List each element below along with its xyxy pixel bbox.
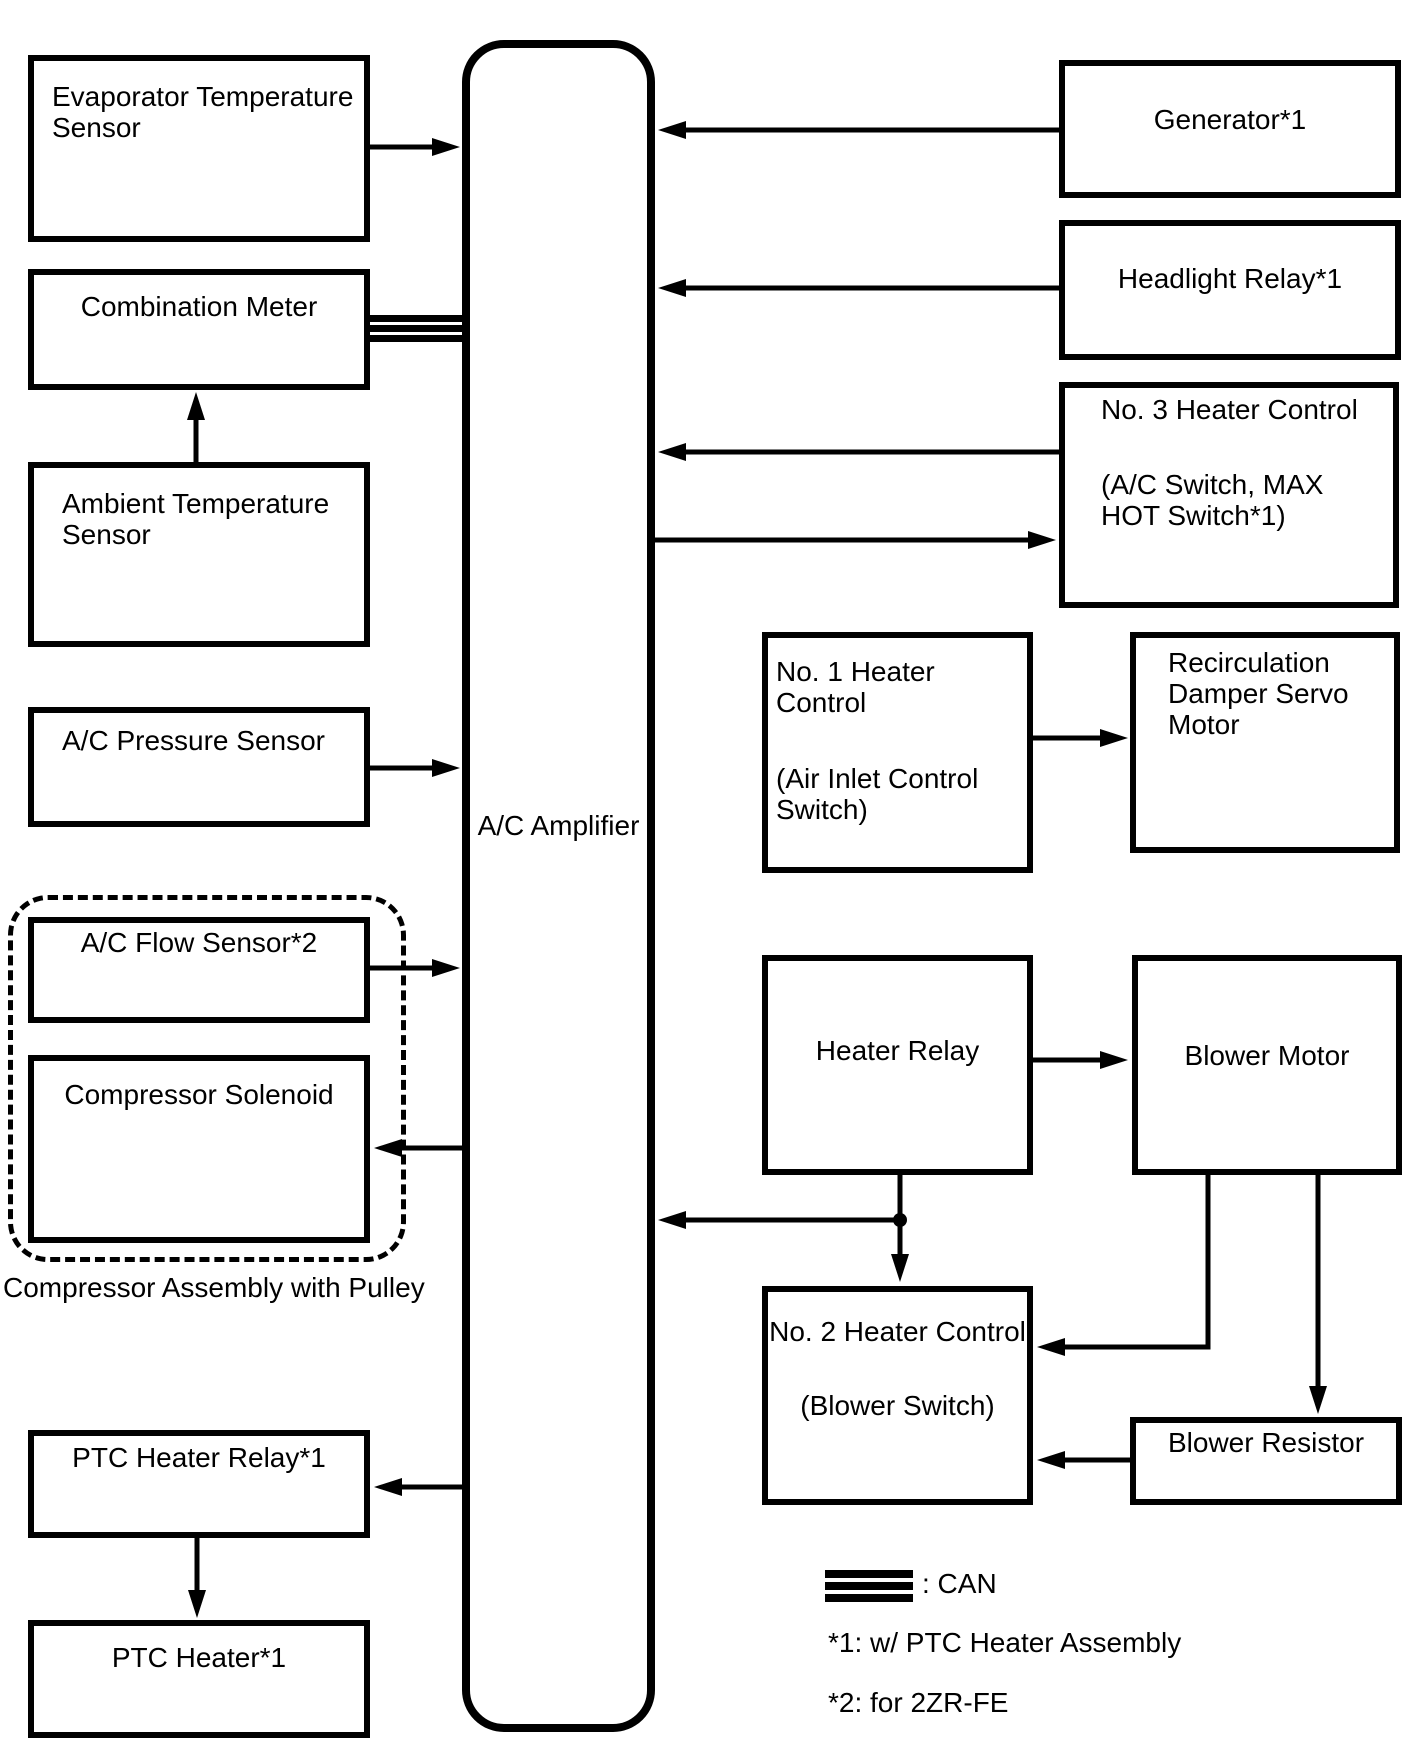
legend-can-symbol-icon xyxy=(825,1570,913,1602)
arrowhead-down-icon xyxy=(188,1590,206,1618)
connector-blower-motor-to-no2-control xyxy=(1037,1175,1211,1356)
connector-headlight-relay-to-amplifier xyxy=(658,279,1059,297)
connector-amplifier-to-ptc-heater-relay xyxy=(374,1478,462,1496)
ac-flow-sensor-box: A/C Flow Sensor*2 xyxy=(28,917,370,1023)
connector-junction-to-amplifier xyxy=(658,1211,907,1229)
no1-heater-control-subtitle: (Air Inlet Control Switch) xyxy=(776,763,979,825)
ambient-temperature-sensor-label: Ambient Temperature Sensor xyxy=(62,488,330,550)
connector-heater-relay-to-no2-control xyxy=(891,1175,909,1282)
connector-heater-relay-to-blower-motor xyxy=(1033,1051,1128,1069)
compressor-assembly-caption: Compressor Assembly with Pulley xyxy=(3,1272,425,1303)
no3-heater-control-title: No. 3 Heater Control xyxy=(1101,394,1358,425)
headlight-relay-label: Headlight Relay*1 xyxy=(1117,263,1343,294)
blower-motor-label: Blower Motor xyxy=(1184,1040,1350,1071)
compressor-assembly-dashed-group xyxy=(8,895,406,1262)
ac-flow-sensor-label: A/C Flow Sensor*2 xyxy=(80,927,318,958)
connector-can-bus-combination-meter xyxy=(370,315,462,342)
recirculation-damper-servo-motor-label: Recirculation Damper Servo Motor xyxy=(1168,647,1349,740)
no3-heater-control-subtitle: (A/C Switch, MAX HOT Switch*1) xyxy=(1101,469,1324,531)
ac-pressure-sensor-box: A/C Pressure Sensor xyxy=(28,707,370,827)
blower-resistor-label: Blower Resistor xyxy=(1167,1427,1365,1458)
generator-label: Generator*1 xyxy=(1153,104,1307,135)
legend-note-ptc: *1: w/ PTC Heater Assembly xyxy=(828,1627,1182,1658)
connector-amplifier-to-no3-control xyxy=(655,531,1056,549)
blower-motor-box: Blower Motor xyxy=(1132,955,1402,1175)
headlight-relay-box: Headlight Relay*1 xyxy=(1059,220,1401,360)
ptc-heater-box: PTC Heater*1 xyxy=(28,1620,370,1738)
evaporator-temperature-sensor-label: Evaporator Temperature Sensor xyxy=(52,81,354,143)
arrowhead-right-icon xyxy=(432,959,460,977)
arrowhead-left-icon xyxy=(374,1478,402,1496)
ac-pressure-sensor-label: A/C Pressure Sensor xyxy=(62,725,325,756)
ac-amplifier-box xyxy=(462,40,655,1732)
arrowhead-right-icon xyxy=(432,759,460,777)
no2-heater-control-subtitle: (Blower Switch) xyxy=(800,1390,995,1421)
no1-heater-control-box: No. 1 Heater Control (Air Inlet Control … xyxy=(762,632,1033,873)
no1-heater-control-title: No. 1 Heater Control xyxy=(776,656,935,718)
connector-no1-control-to-recirculation-servo xyxy=(1033,729,1128,747)
ptc-heater-relay-box: PTC Heater Relay*1 xyxy=(28,1430,370,1538)
junction-dot xyxy=(893,1213,907,1227)
arrowhead-down-icon xyxy=(1309,1386,1327,1414)
compressor-solenoid-label: Compressor Solenoid xyxy=(64,1079,334,1110)
evaporator-temperature-sensor-box: Evaporator Temperature Sensor xyxy=(28,55,370,242)
legend-note-2zr: *2: for 2ZR-FE xyxy=(828,1687,1009,1718)
ptc-heater-relay-label: PTC Heater Relay*1 xyxy=(72,1442,326,1473)
connector-pressure-to-amplifier xyxy=(370,759,460,777)
arrowhead-left-icon xyxy=(658,279,686,297)
ac-amplifier-label: A/C Amplifier xyxy=(477,810,640,841)
arrowhead-down-icon xyxy=(891,1254,909,1282)
arrowhead-left-icon xyxy=(658,443,686,461)
combination-meter-label: Combination Meter xyxy=(80,291,318,322)
arrowhead-right-icon xyxy=(1028,531,1056,549)
connector-evaporator-to-amplifier xyxy=(370,138,460,156)
recirculation-damper-servo-motor-box: Recirculation Damper Servo Motor xyxy=(1130,632,1400,853)
connector-blower-resistor-to-no2-control xyxy=(1037,1451,1130,1469)
connector-generator-to-amplifier xyxy=(658,121,1059,139)
arrowhead-right-icon xyxy=(1100,1051,1128,1069)
arrowhead-right-icon xyxy=(1100,729,1128,747)
combination-meter-box: Combination Meter xyxy=(28,269,370,390)
arrowhead-left-icon xyxy=(1037,1451,1065,1469)
connector-blower-motor-to-blower-resistor xyxy=(1309,1175,1327,1414)
connector-no3-control-to-amplifier xyxy=(658,443,1059,461)
arrowhead-left-icon xyxy=(658,121,686,139)
generator-box: Generator*1 xyxy=(1059,60,1401,198)
arrowhead-up-icon xyxy=(187,392,205,420)
ptc-heater-label: PTC Heater*1 xyxy=(111,1642,287,1673)
compressor-solenoid-box: Compressor Solenoid xyxy=(28,1055,370,1243)
heater-relay-box: Heater Relay xyxy=(762,955,1033,1175)
no2-heater-control-title: No. 2 Heater Control xyxy=(769,1316,1026,1347)
connector-ambient-to-combination-meter xyxy=(187,392,205,462)
arrowhead-left-icon xyxy=(1037,1338,1065,1356)
arrowhead-right-icon xyxy=(432,138,460,156)
no3-heater-control-box: No. 3 Heater Control (A/C Switch, MAX HO… xyxy=(1059,382,1399,608)
arrowhead-left-icon xyxy=(658,1211,686,1229)
blower-resistor-box: Blower Resistor xyxy=(1130,1417,1402,1505)
heater-relay-label: Heater Relay xyxy=(815,1035,980,1066)
no2-heater-control-box: No. 2 Heater Control (Blower Switch) xyxy=(762,1286,1033,1505)
ambient-temperature-sensor-box: Ambient Temperature Sensor xyxy=(28,462,370,647)
connector-ptc-relay-to-ptc-heater xyxy=(188,1538,206,1618)
legend-can-label: : CAN xyxy=(922,1568,997,1599)
